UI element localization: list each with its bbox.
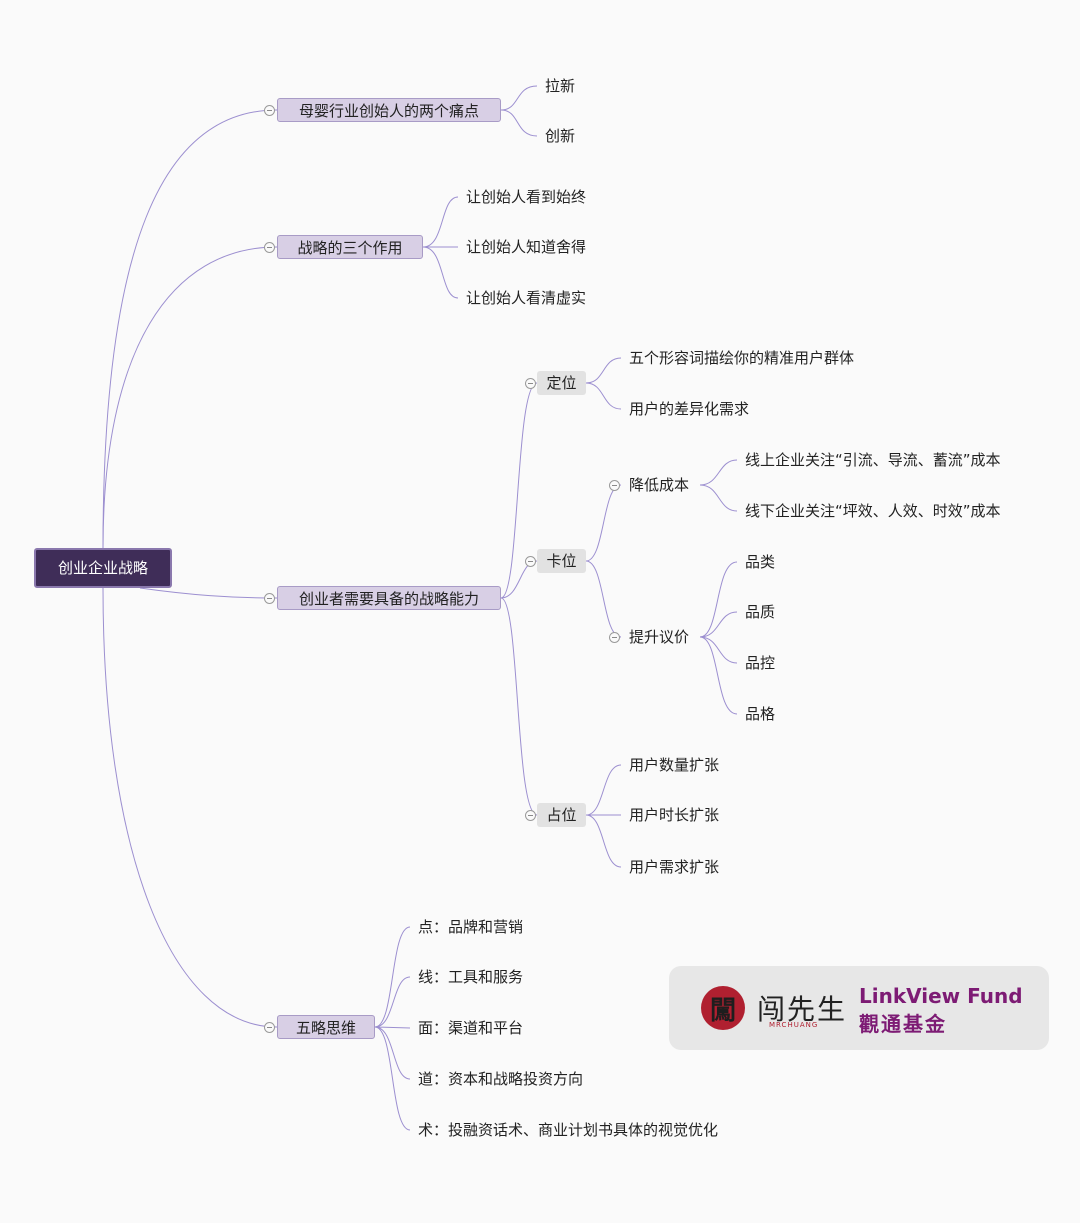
collapse-icon[interactable] [525,378,536,389]
fund-name-en: LinkView Fund [859,984,1023,1008]
leaf-dao[interactable]: 道：资本和战略投资方向 [418,1070,584,1088]
brand-name: 闯先生 [757,993,848,1026]
leaf-zhanwei-2[interactable]: 用户时长扩张 [629,806,720,824]
branch-label: 五略思维 [295,1019,356,1037]
leaf-dingwei-1[interactable]: 五个形容词描绘你的精准用户群体 [629,349,855,367]
collapse-icon[interactable] [609,632,620,643]
leaf-xian[interactable]: 线：工具和服务 [418,968,524,986]
branch-strategic-abilities[interactable]: 创业者需要具备的战略能力 [277,586,501,610]
branch-label: 战略的三个作用 [297,239,403,257]
leaf-dian[interactable]: 点：品牌和营销 [418,918,524,936]
node-zhanwei[interactable]: 占位 [537,803,586,827]
collapse-icon[interactable] [264,1022,275,1033]
branch-label: 母婴行业创始人的两个痛点 [298,102,479,120]
node-jiangdi[interactable]: 降低成本 [629,476,690,494]
root-node[interactable]: 创业企业战略 [34,548,172,588]
collapse-icon[interactable] [264,593,275,604]
leaf-dingwei-2[interactable]: 用户的差异化需求 [629,400,750,418]
branch-strategy-roles[interactable]: 战略的三个作用 [277,235,423,259]
brand-subtitle: MRCHUANG [769,1021,819,1029]
leaf-mian[interactable]: 面：渠道和平台 [418,1019,524,1037]
collapse-icon[interactable] [264,105,275,116]
root-label: 创业企业战略 [57,559,148,577]
leaf-pinlei[interactable]: 品类 [745,553,776,571]
node-label: 占位 [546,806,577,824]
leaf-online-cost[interactable]: 线上企业关注“引流、导流、蓄流”成本 [745,451,1001,469]
collapse-icon[interactable] [264,242,275,253]
collapse-icon[interactable] [525,556,536,567]
node-label: 定位 [546,374,577,392]
logo-card: 闖 闯先生 MRCHUANG LinkView Fund 觀通基金 [669,966,1049,1050]
collapse-icon[interactable] [525,810,536,821]
branch-pain-points[interactable]: 母婴行业创始人的两个痛点 [277,98,501,122]
node-kawei[interactable]: 卡位 [537,549,586,573]
leaf-shu[interactable]: 术：投融资话术、商业计划书具体的视觉优化 [418,1121,719,1139]
leaf-zhanwei-1[interactable]: 用户数量扩张 [629,756,720,774]
leaf-pinzhi[interactable]: 品质 [745,603,776,621]
leaf-laxin[interactable]: 拉新 [545,77,576,95]
leaf-zhanwei-3[interactable]: 用户需求扩张 [629,858,720,876]
leaf-pinkong[interactable]: 品控 [745,654,776,672]
leaf-chuangxin[interactable]: 创新 [545,127,576,145]
leaf-offline-cost[interactable]: 线下企业关注“坪效、人效、时效”成本 [745,502,1001,520]
branch-five-thinking[interactable]: 五略思维 [277,1015,375,1039]
collapse-icon[interactable] [609,480,620,491]
node-tisheng[interactable]: 提升议价 [629,628,690,646]
seal-char: 闖 [709,995,736,1026]
fund-name-cn: 觀通基金 [859,1012,947,1036]
branch-label: 创业者需要具备的战略能力 [298,590,479,608]
leaf-role-1[interactable]: 让创始人看到始终 [466,188,587,206]
leaf-role-2[interactable]: 让创始人知道舍得 [466,238,587,256]
node-dingwei[interactable]: 定位 [537,371,586,395]
seal-logo: 闖 [701,986,745,1030]
leaf-pinge[interactable]: 品格 [745,705,776,723]
node-label: 卡位 [546,552,577,570]
leaf-role-3[interactable]: 让创始人看清虚实 [466,289,587,307]
